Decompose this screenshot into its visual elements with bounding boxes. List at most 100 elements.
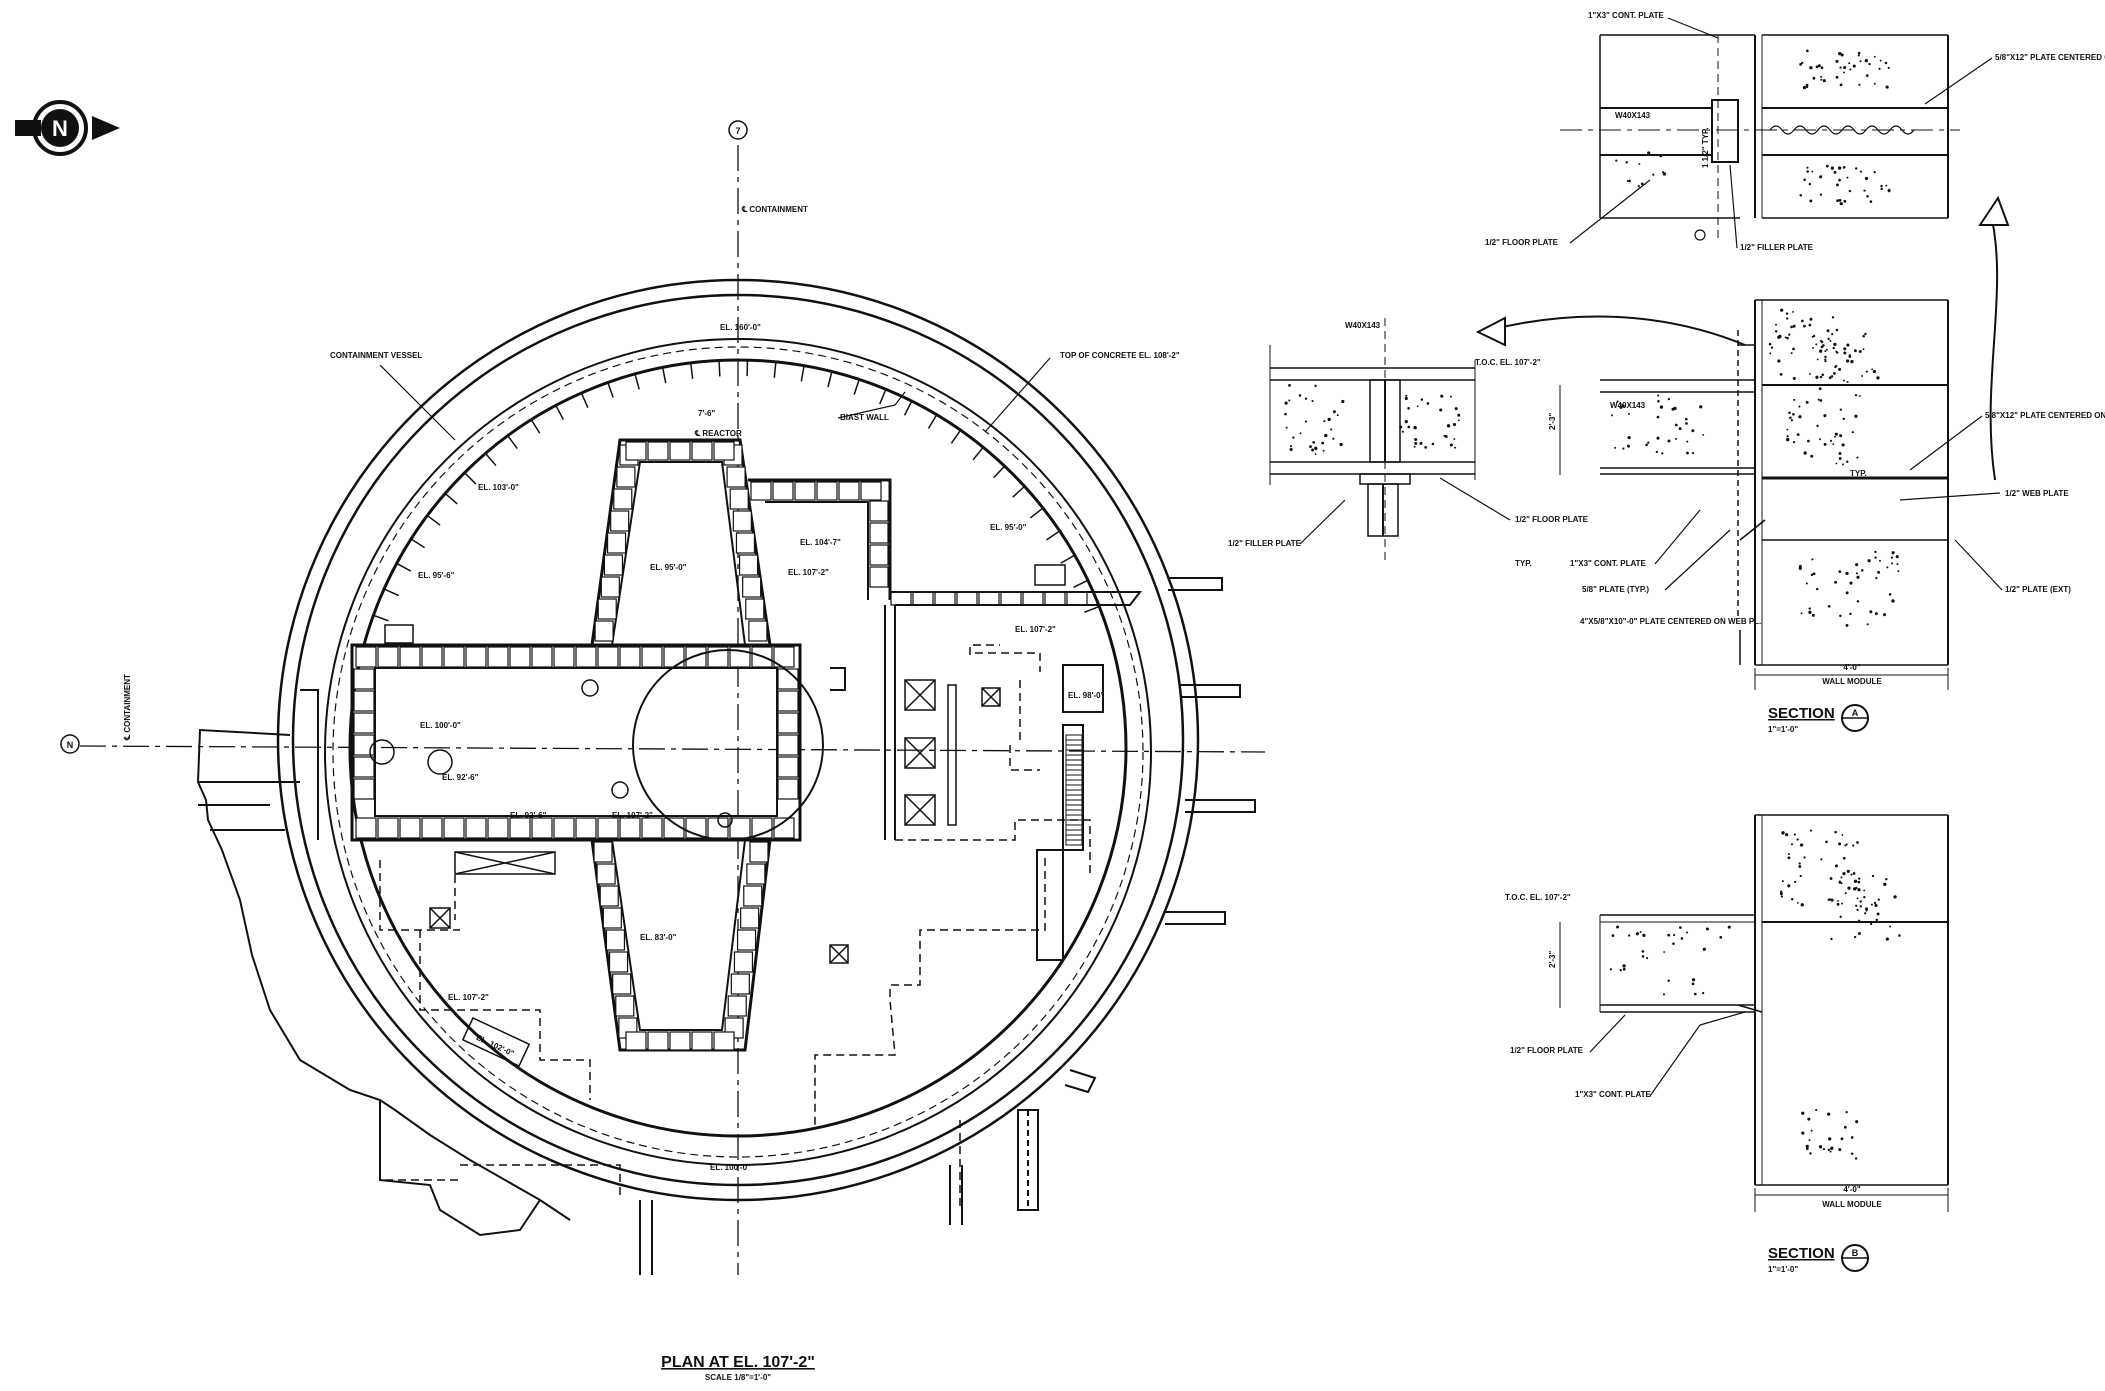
containment-centerline-label-v: ℄ CONTAINMENT xyxy=(741,205,808,214)
wall-block xyxy=(625,441,647,461)
concrete-dot xyxy=(1691,978,1696,982)
concrete-dot xyxy=(1885,937,1889,941)
concrete-dot xyxy=(1838,880,1841,883)
concrete-dot xyxy=(1299,432,1302,435)
wall-block xyxy=(777,668,799,690)
concrete-dot xyxy=(1848,62,1851,65)
concrete-dot xyxy=(1805,582,1808,585)
concrete-dot xyxy=(1680,937,1684,940)
concrete-dot xyxy=(1856,456,1859,459)
tick-mark xyxy=(507,435,518,450)
plan-scale: SCALE 1/8"=1'-0" xyxy=(705,1373,771,1382)
concrete-dot xyxy=(1855,886,1858,890)
wall-block xyxy=(777,778,799,800)
concrete-dot xyxy=(1874,903,1878,908)
concrete-dot xyxy=(1853,935,1857,939)
concrete-dot xyxy=(1439,408,1443,412)
concrete-dot xyxy=(1641,950,1645,953)
concrete-dot xyxy=(1842,379,1845,382)
concrete-dot xyxy=(1883,882,1887,886)
concrete-dot xyxy=(1440,394,1444,398)
concrete-dot xyxy=(1399,425,1403,429)
concrete-dot xyxy=(1642,933,1646,938)
concrete-dot xyxy=(1824,350,1827,353)
section-b-leaders xyxy=(1589,1011,1746,1097)
concrete-dot xyxy=(1825,840,1828,844)
concrete-dot xyxy=(1815,375,1819,379)
concrete-dot xyxy=(1842,872,1846,876)
concrete-dot xyxy=(1790,325,1793,329)
concrete-dot xyxy=(1812,572,1816,576)
svg-text:EL. 83'-0": EL. 83'-0" xyxy=(640,933,677,942)
wall-block xyxy=(553,817,575,839)
wall-block xyxy=(603,554,624,576)
concrete-dot xyxy=(1829,439,1833,442)
wall-block xyxy=(727,995,747,1017)
svg-text:EL. 100'-0": EL. 100'-0" xyxy=(710,1163,751,1172)
concrete-dot xyxy=(1803,856,1806,859)
concrete-dot xyxy=(1857,51,1861,55)
concrete-dot xyxy=(1289,447,1293,452)
concrete-dot xyxy=(1809,1152,1812,1155)
concrete-dot xyxy=(1407,407,1410,410)
concrete-dot xyxy=(1887,66,1890,69)
concrete-dot xyxy=(1824,360,1827,363)
tick-mark xyxy=(464,472,477,485)
wall-block xyxy=(730,973,750,995)
concrete-dot xyxy=(1805,83,1809,87)
wall-block xyxy=(750,481,772,501)
concrete-dot xyxy=(1778,334,1782,339)
tick-mark xyxy=(853,379,860,395)
concrete-dot xyxy=(1311,448,1315,452)
concrete-dot xyxy=(1873,901,1877,905)
wall-block xyxy=(742,576,762,598)
concrete-dot xyxy=(1611,934,1615,937)
concrete-dot xyxy=(1890,556,1893,559)
svg-text:EL. 107'-2": EL. 107'-2" xyxy=(448,993,489,1002)
concrete-dot xyxy=(1662,993,1665,996)
wall-block xyxy=(1066,591,1088,606)
concrete-dot xyxy=(1819,349,1823,353)
concrete-dot xyxy=(1853,879,1858,883)
concrete-dot xyxy=(1818,387,1822,391)
concrete-dot xyxy=(1779,892,1783,896)
concrete-dot xyxy=(1819,375,1823,379)
concrete-dot xyxy=(1842,856,1846,860)
wall-block xyxy=(594,620,614,642)
svg-text:EL. 98'-0": EL. 98'-0" xyxy=(1068,691,1105,700)
concrete-dot xyxy=(1845,623,1849,627)
concrete-dot xyxy=(1789,416,1792,420)
concrete-dot xyxy=(1810,573,1814,577)
concrete-dot xyxy=(1869,200,1873,203)
concrete-dot xyxy=(1786,435,1789,438)
concrete-dot xyxy=(1622,447,1625,450)
concrete-dot xyxy=(1806,166,1809,169)
concrete-dot xyxy=(1420,398,1424,401)
east-rooms xyxy=(830,591,1143,961)
concrete-dot xyxy=(1827,337,1830,340)
concrete-dot xyxy=(1314,453,1317,456)
concrete-dot xyxy=(1838,178,1841,182)
concrete-dot xyxy=(1619,403,1622,406)
concrete-dot xyxy=(1323,420,1326,423)
concrete-dot xyxy=(1659,154,1663,158)
concrete-dot xyxy=(1820,66,1824,70)
concrete-dot xyxy=(1877,898,1880,901)
concrete-dot xyxy=(1835,350,1838,353)
concrete-dot xyxy=(1825,164,1829,168)
svg-text:1"=1'-0": 1"=1'-0" xyxy=(1768,1265,1798,1274)
concrete-dot xyxy=(1857,880,1861,884)
concrete-dot xyxy=(1808,182,1812,186)
wall-block xyxy=(610,510,630,532)
concrete-dot xyxy=(1786,336,1789,340)
concrete-dot xyxy=(1815,1109,1818,1112)
concrete-dot xyxy=(1859,905,1863,908)
wall-block xyxy=(691,441,713,461)
concrete-dot xyxy=(1835,462,1838,465)
svg-text:T.O.C. EL. 107'-2": T.O.C. EL. 107'-2" xyxy=(1505,893,1571,902)
concrete-dot xyxy=(1858,395,1861,397)
concrete-dot xyxy=(1652,173,1655,176)
concrete-dot xyxy=(1803,324,1806,328)
wall-block xyxy=(487,817,509,839)
concrete-dot xyxy=(1790,419,1793,422)
